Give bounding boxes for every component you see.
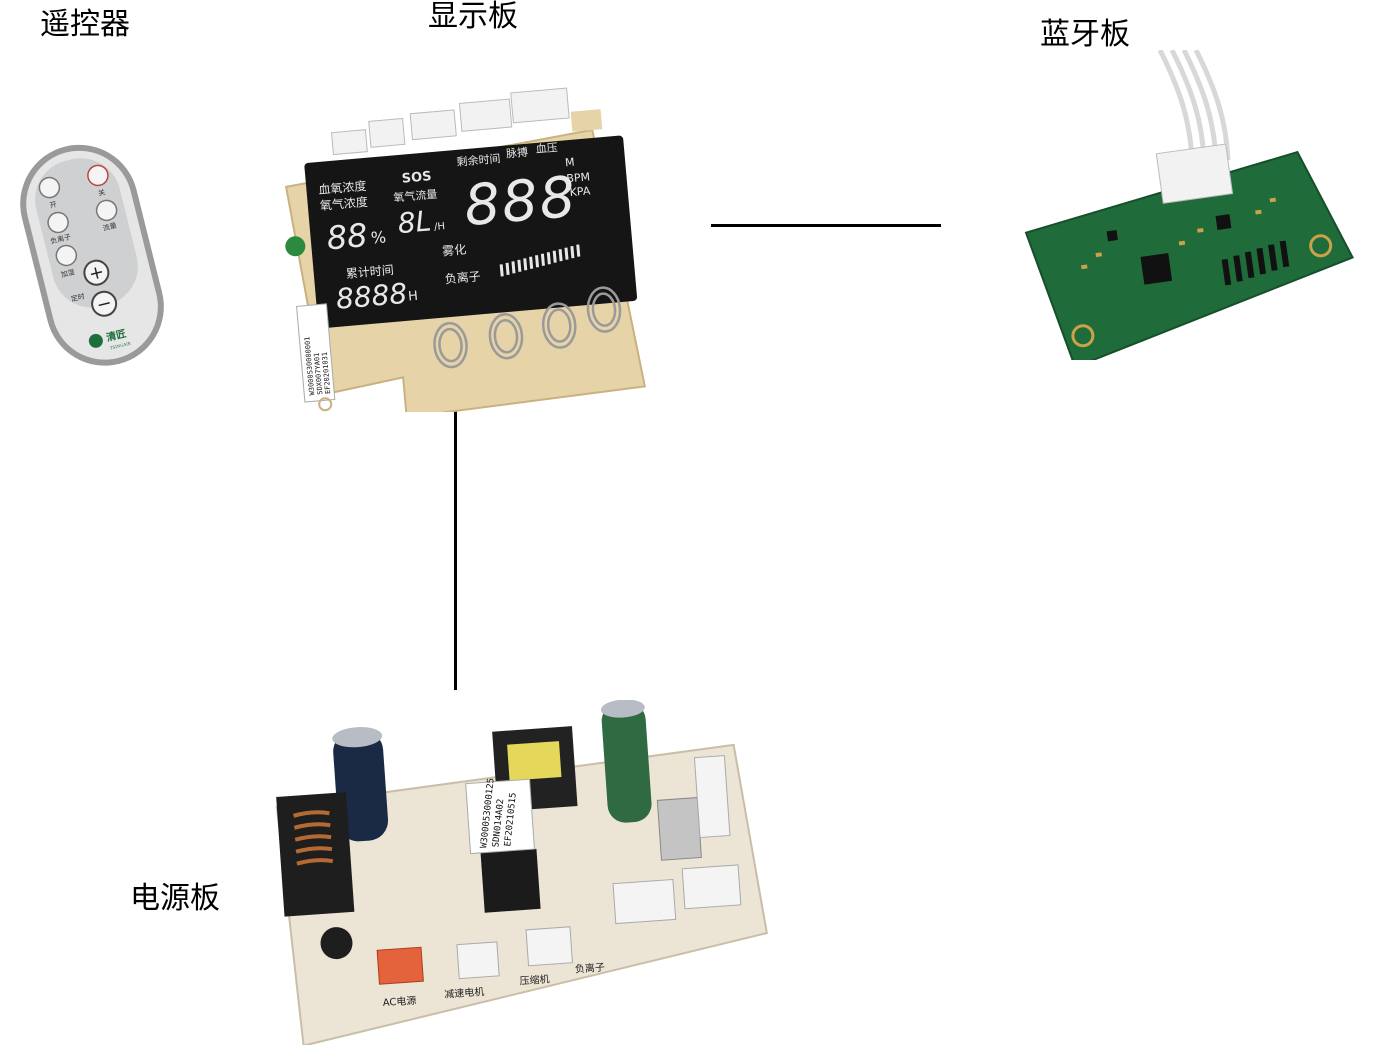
power-anion-label: 负离子 (574, 960, 605, 975)
lcd-unit-m: M (565, 156, 576, 170)
lcd-pressure: 血压 (535, 140, 558, 156)
lcd-remaining: 剩余时间 (456, 151, 501, 169)
display-sticker-2: SDX007YA01 (313, 352, 325, 395)
lcd-cumulative: 累计时间 (345, 263, 394, 281)
remote-btn-on: 开 (49, 200, 58, 209)
lcd-sos: SOS (401, 169, 432, 187)
power-ac-label: AC电源 (382, 994, 416, 1009)
display-to-power-line (454, 390, 457, 690)
lcd-atomize: 雾化 (442, 242, 467, 258)
lcd-o2-label: 氧气浓度 (319, 194, 368, 213)
remote-brand-sub: TSINGAIR (109, 340, 132, 350)
lcd-spo2-label: 血氧浓度 (318, 178, 367, 197)
display-board-image: 血氧浓度 氧气浓度 SOS 剩余时间 脉搏 血压 氧气流量 888 M BPM … (284, 87, 647, 412)
svg-text:−: − (94, 292, 114, 316)
display-to-bluetooth-line (711, 224, 941, 227)
lcd-pct-digits: 88 (325, 216, 369, 257)
remote-control-image: + − 开 关 负离子 流量 加湿 定时 清匠 TSINGAIR (20, 144, 164, 366)
lcd-hours-unit: H (408, 289, 419, 305)
power-compressor-label: 压缩机 (519, 972, 550, 987)
power-board-image: W300053000125 SDN014A02 EF20210515 AC电源 … (275, 700, 769, 1045)
bluetooth-board-image (1024, 50, 1355, 360)
lcd-anion: 负离子 (444, 268, 481, 286)
lcd-pulse: 脉搏 (505, 145, 528, 161)
display-sticker-3: EF20201031 (321, 352, 333, 395)
remote-btn-humidify: 加湿 (60, 267, 76, 279)
lcd-pct: % (370, 227, 387, 247)
bluetooth-board-label: 蓝牙板 (1040, 17, 1130, 52)
svg-text:+: + (87, 261, 107, 285)
lcd-big-digits: 888 (462, 165, 580, 240)
remote-btn-off: 关 (97, 187, 106, 197)
power-board-label: 电源板 (130, 881, 220, 916)
remote-btn-flow: 流量 (102, 221, 118, 233)
lcd-flow-unit: /H (434, 221, 446, 233)
lcd-flow-label: 氧气流量 (393, 187, 438, 205)
remote-btn-timer: 定时 (70, 291, 86, 303)
lcd-hours-digits: 8888 (335, 277, 409, 316)
power-motor-label: 减速电机 (444, 985, 485, 1001)
display-board-label: 显示板 (428, 0, 518, 34)
lcd-flow-digits: 8L (396, 204, 432, 240)
lcd-unit-bpm: BPM (566, 170, 591, 185)
remote-label: 遥控器 (40, 7, 130, 42)
lcd-unit-kpa: KPA (569, 184, 591, 199)
